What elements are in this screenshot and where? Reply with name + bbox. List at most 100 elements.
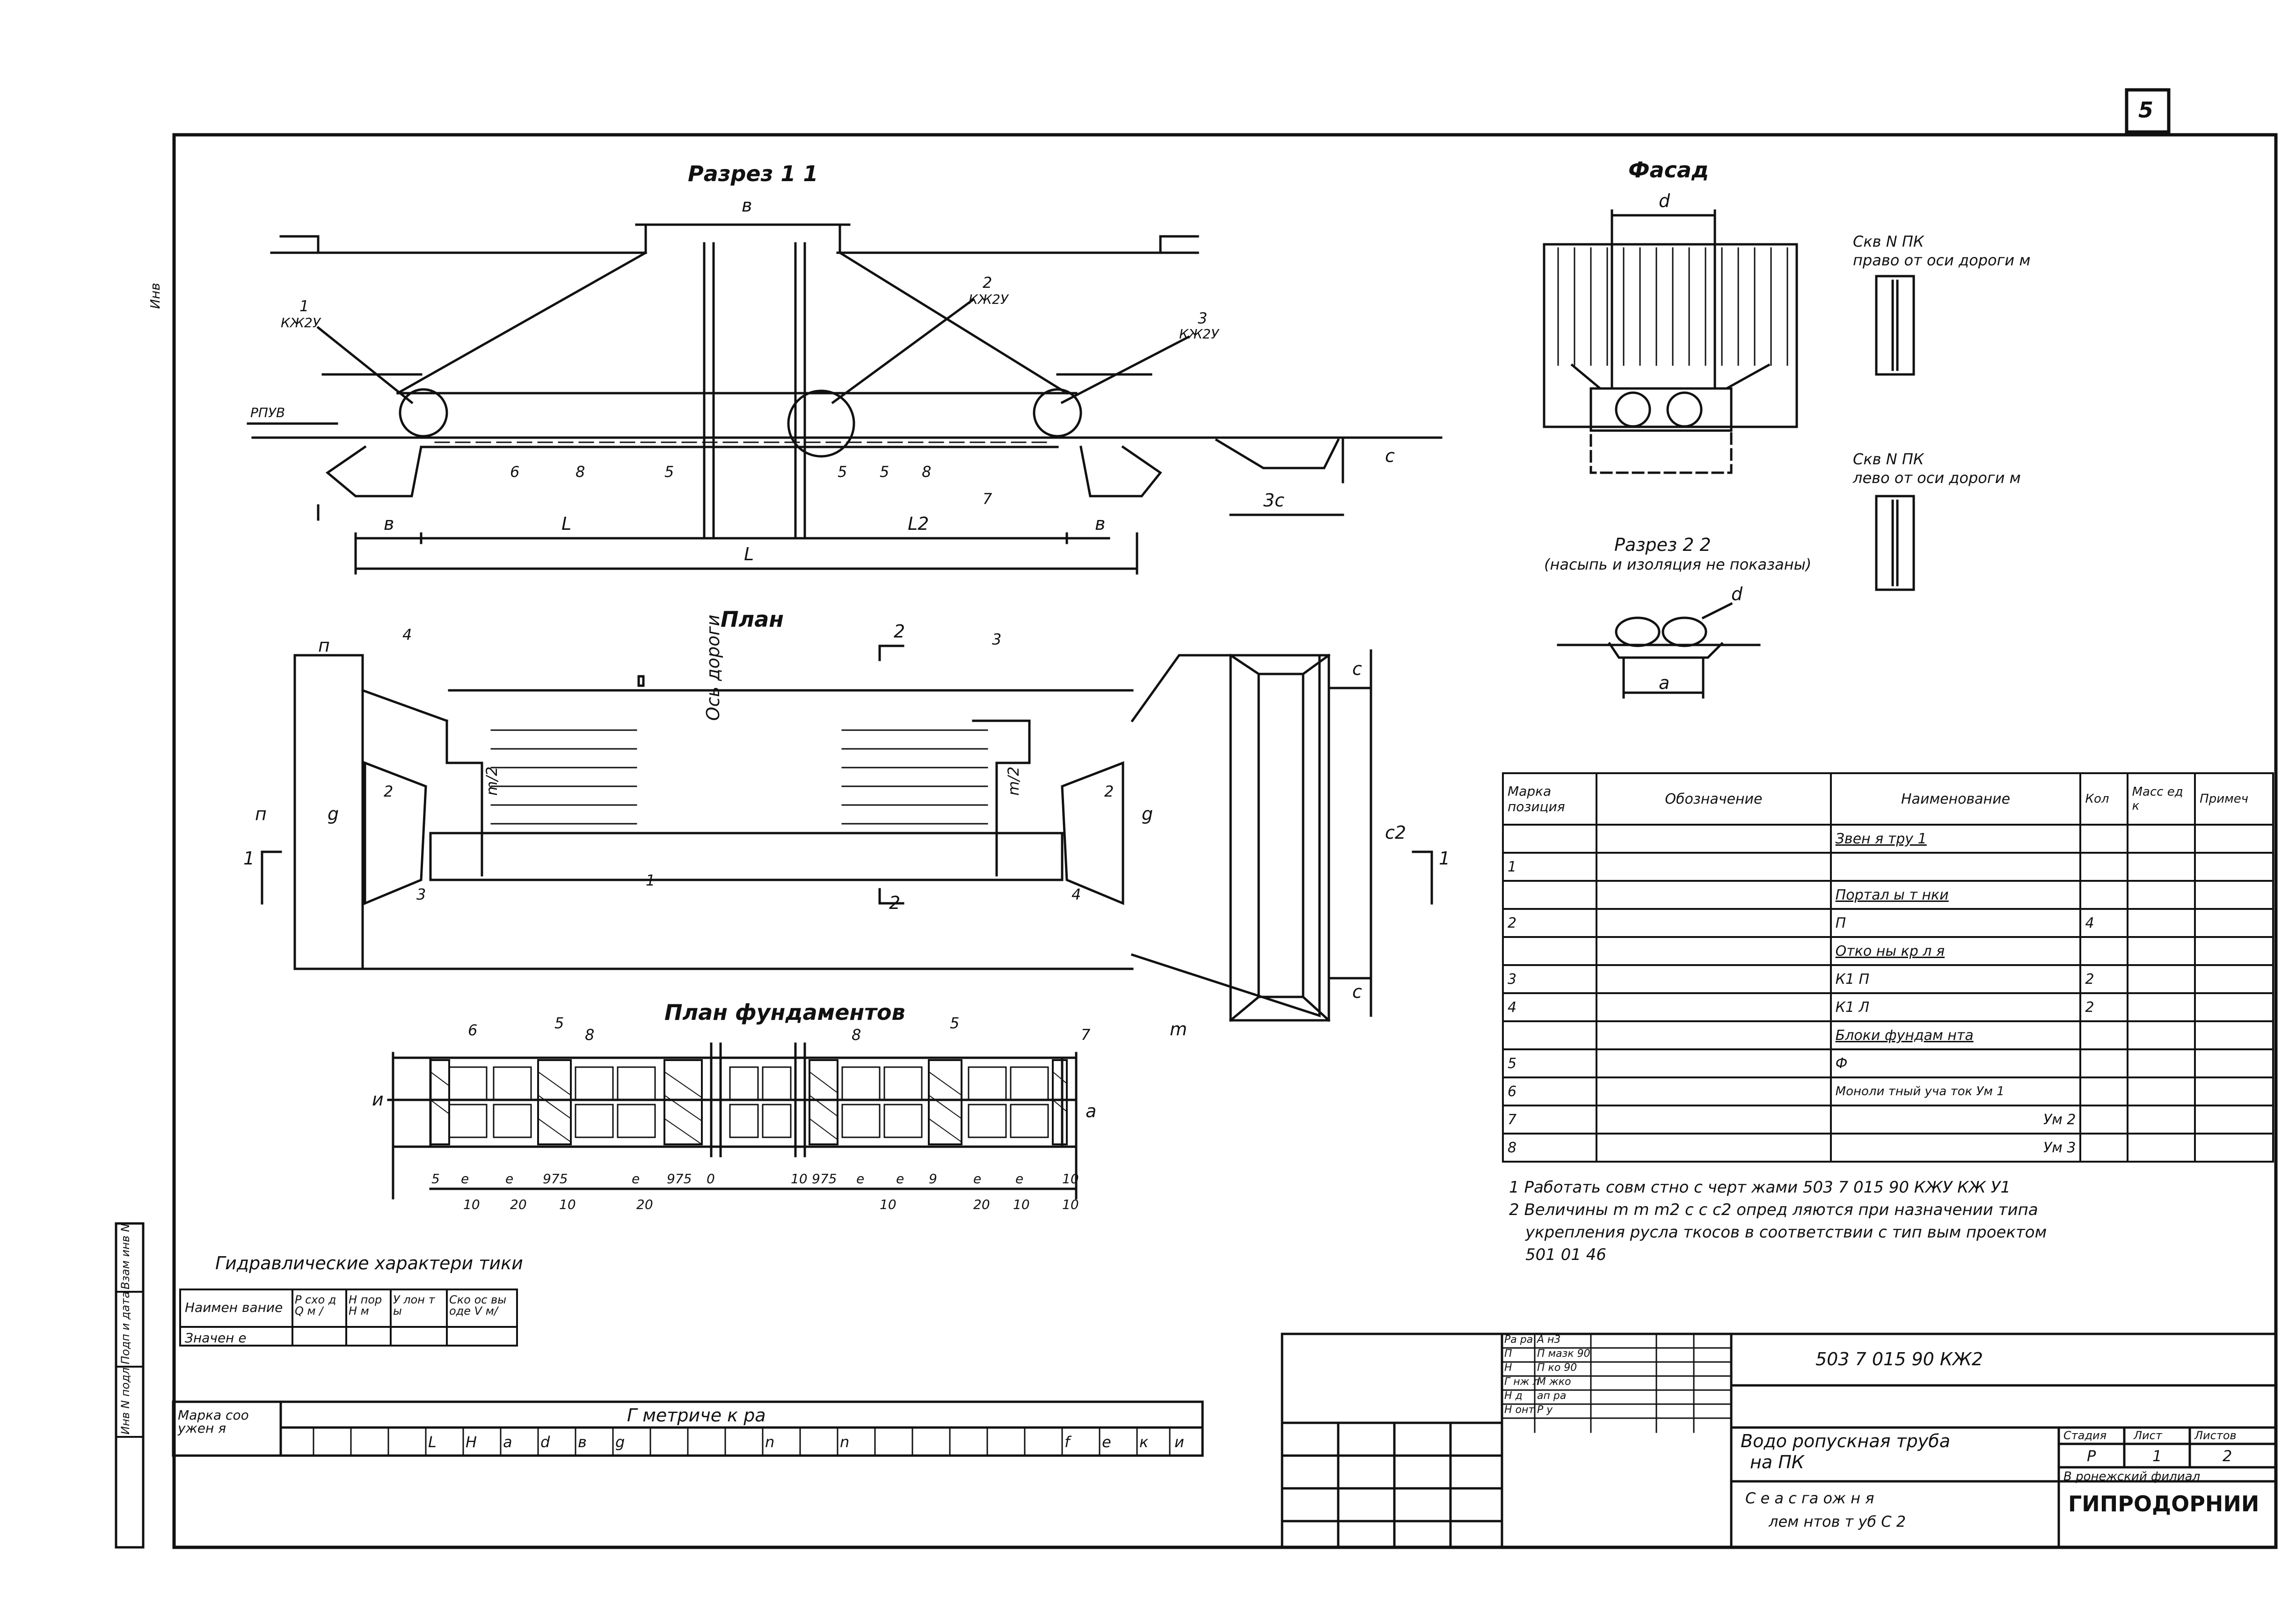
dim-top-b: в [742, 195, 752, 216]
geom-mark: Марка соо ужен я [178, 1407, 249, 1436]
cut-mark-1-left: 1 [243, 848, 255, 869]
stage-head: Стадия [2063, 1429, 2107, 1442]
found-bdim-5: 975 [667, 1171, 692, 1186]
spec-cell [1502, 936, 1598, 966]
found-b2-4: 10 [880, 1197, 897, 1212]
plan-callout-4a: 4 [402, 626, 412, 644]
strip-label-3: Инв N подл [119, 1367, 132, 1435]
sheet-head: Лист [2134, 1429, 2162, 1442]
spec-header-row: Марка позиция Обозначение Наименование К… [1502, 772, 2274, 826]
spec-cell [2126, 908, 2196, 938]
spec-cell [1596, 880, 1832, 910]
found-b2-6: 10 [1013, 1197, 1030, 1212]
spec-cell [1596, 1133, 1832, 1163]
role-2-name: П ко 90 [1537, 1362, 1577, 1374]
strip-label-1: Взам инв N [119, 1223, 132, 1289]
spec-cell [2194, 964, 2274, 994]
role-4: Н д [1504, 1390, 1523, 1402]
found-dim-i: и [372, 1089, 384, 1110]
spec-cell [2126, 1105, 2196, 1135]
spec-cell [2126, 936, 2196, 966]
spec-cell: Ум 2 [1830, 1105, 2082, 1135]
spec-cell [2194, 880, 2274, 910]
role-0-name: А н3 [1537, 1334, 1561, 1346]
sheet-desc-1: С е а с га ож н я [1745, 1489, 1874, 1507]
plan-g-left: g [328, 804, 339, 824]
org-line-2: ГИПРОДОРНИИ [2068, 1491, 2260, 1516]
geom-col-b: в [578, 1433, 587, 1451]
geom-col-n2: n [840, 1433, 850, 1451]
spec-cell [1596, 824, 1832, 854]
found-bdim-11: 9 [929, 1171, 937, 1186]
plan-callout-2a: 2 [384, 783, 394, 800]
geom-col-k: к [1139, 1433, 1149, 1451]
table-row: Блоки фундам нта [1502, 1020, 2274, 1050]
table-row: 8 Ум 3 [1502, 1133, 2274, 1163]
spec-cell: 4 [1502, 992, 1598, 1022]
spec-cell [1596, 1020, 1832, 1050]
geom-col-u: и [1174, 1433, 1184, 1451]
spec-table: Марка позиция Обозначение Наименование К… [1502, 772, 2274, 1163]
hydr-h-name: Наимен вание [185, 1300, 283, 1315]
found-bdim-9: е [856, 1171, 865, 1186]
road-axis-label: Ось дороги [703, 615, 723, 721]
section22-d: d [1731, 584, 1743, 604]
geom-col-g: g [615, 1433, 625, 1451]
spec-cell [1502, 824, 1598, 854]
found-b2-3: 20 [636, 1197, 653, 1212]
found-bdim-4: е [632, 1171, 640, 1186]
found-b2-2: 10 [559, 1197, 576, 1212]
spec-h-qty: Кол [2079, 772, 2128, 826]
plan-c-bottom: с [1352, 981, 1362, 1002]
found-bdim-8: 975 [812, 1171, 837, 1186]
spec-cell [2126, 1133, 2196, 1163]
spec-cell [2194, 1020, 2274, 1050]
found-label-8a: 8 [585, 1026, 595, 1044]
found-bdim-12: е [973, 1171, 982, 1186]
spec-cell: Блоки фундам нта [1830, 1020, 2082, 1050]
foundation-plan-title: План фундаментов [664, 1000, 905, 1025]
note-2-ref: 501 01 46 [1525, 1245, 1607, 1264]
spec-cell: К1 Л [1830, 992, 2082, 1022]
callout-2: 2 [983, 274, 992, 292]
cut-mark-1-right: 1 [1439, 848, 1450, 869]
geom-col-f: f [1064, 1433, 1070, 1451]
found-label-6: 6 [468, 1021, 478, 1039]
spec-cell: 5 [1502, 1048, 1598, 1078]
found-bdim-13: е [1015, 1171, 1024, 1186]
strip-label-2: Подп и дата [119, 1291, 132, 1364]
geom-col-d: d [540, 1433, 550, 1451]
spec-cell: Моноли тный уча ток Ум 1 [1830, 1076, 2082, 1106]
plan-g-right: g [1142, 804, 1153, 824]
found-bdim-10: е [896, 1171, 904, 1186]
found-label-5b: 5 [950, 1014, 960, 1032]
spec-cell [2194, 1076, 2274, 1106]
spec-cell: 8 [1502, 1133, 1598, 1163]
plan-n-side: п [255, 804, 267, 824]
plan-title: План [721, 607, 784, 632]
found-bdim-0: 5 [431, 1171, 440, 1186]
note-2-cont: укрепления русла ткосов в соответствии с… [1525, 1223, 2047, 1242]
table-row: 1 [1502, 852, 2274, 882]
dim-b-right: в [1095, 513, 1106, 534]
spec-cell [1596, 1105, 1832, 1135]
role-5: Н онт [1504, 1404, 1535, 1416]
spec-cell: К1 П [1830, 964, 2082, 994]
found-b2-1: 20 [510, 1197, 527, 1212]
org-line-1: В ронежский филиал [2063, 1470, 2201, 1484]
found-b2-0: 10 [463, 1197, 480, 1212]
spec-cell: Отко ны кр л я [1830, 936, 2082, 966]
hatch-label-6: 6 [510, 463, 520, 481]
dim-3c: 3с [1263, 490, 1285, 511]
hydr-h-speed: Ско ос вы оде V м/ [449, 1293, 507, 1318]
skv-left-line1: Скв N ПК [1853, 450, 1924, 468]
found-bdim-1: е [461, 1171, 469, 1186]
found-label-5a: 5 [554, 1014, 564, 1032]
spec-cell [2194, 1048, 2274, 1078]
spec-cell [2126, 1020, 2196, 1050]
spec-cell: Ум 3 [1830, 1133, 2082, 1163]
